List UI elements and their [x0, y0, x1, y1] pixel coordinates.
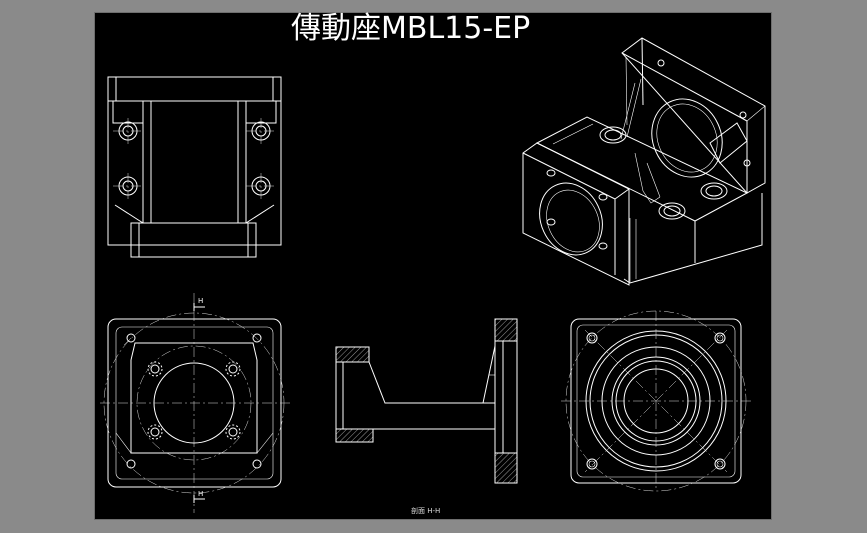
mounting-hole	[586, 332, 598, 344]
section-marker-bottom: H	[198, 490, 203, 498]
drawing-sheet: 傳動座MBL15-EP	[94, 11, 772, 520]
bolt-hole	[225, 361, 241, 377]
bolt-hole	[147, 424, 163, 440]
mounting-hole	[598, 193, 608, 201]
mounting-hole	[546, 218, 556, 226]
counterbore-hole	[700, 182, 728, 200]
isometric-view	[522, 37, 766, 286]
bolt-hole	[147, 361, 163, 377]
corner-hole	[126, 333, 136, 343]
drawing-title: 傳動座MBL15-EP	[291, 11, 531, 46]
counterbore-hole	[599, 126, 627, 144]
mounting-hole	[586, 458, 598, 470]
corner-hole	[126, 459, 136, 469]
front-view: H H	[100, 293, 290, 513]
mounting-hole	[714, 332, 726, 344]
rear-view	[561, 310, 751, 492]
section-view	[335, 318, 518, 484]
top-view	[107, 76, 282, 258]
mounting-hole	[714, 458, 726, 470]
mounting-hole	[598, 242, 608, 250]
mounting-hole	[546, 169, 556, 177]
section-marker-top: H	[198, 297, 203, 305]
corner-hole	[252, 333, 262, 343]
bolt-hole	[225, 424, 241, 440]
counterbore-hole	[658, 202, 686, 220]
section-caption: 剖面 H-H	[411, 507, 441, 515]
corner-hole	[252, 459, 262, 469]
cad-drawing: H H	[100, 37, 766, 513]
